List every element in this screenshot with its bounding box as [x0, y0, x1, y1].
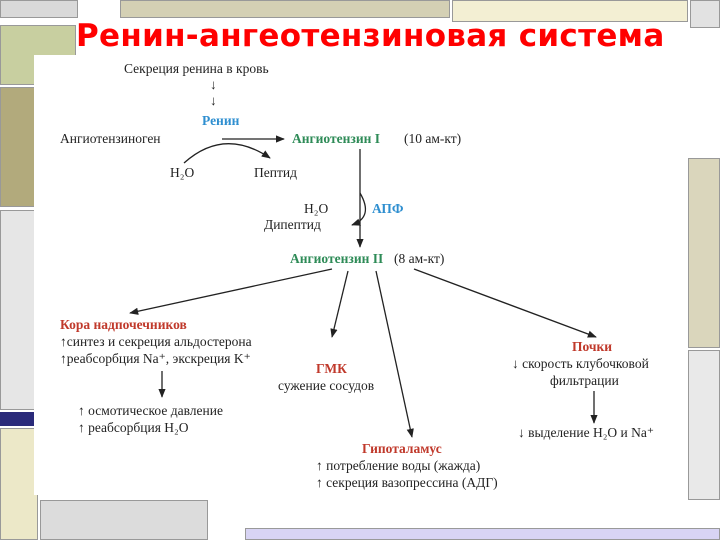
- deco-lavender-bottom: [245, 528, 720, 540]
- h2o-label-2: H₂O: [304, 201, 329, 216]
- deco-grey-right-bottom: [688, 350, 720, 500]
- kidneys-line-3: ↓ выделение H₂O и Na⁺: [518, 425, 655, 440]
- angiotensin1-label: Ангиотензин I: [292, 131, 381, 146]
- deco-olive-left: [0, 87, 38, 207]
- deco-navy-left: [0, 412, 38, 426]
- smc-line-1: сужение сосудов: [278, 378, 375, 393]
- deco-grey-left: [0, 210, 38, 410]
- arrow-to-kidneys: [413, 268, 597, 338]
- deco-beige-right: [688, 158, 720, 348]
- renin-label: Ренин: [202, 113, 240, 128]
- deco-cream-top-right: [452, 0, 688, 22]
- arrow-curve-peptide: [183, 143, 271, 164]
- adrenal-line-3: ↑ осмотическое давление: [78, 403, 223, 418]
- down-arrow-2: ↓: [210, 93, 217, 108]
- h2o-label-1: H₂O: [170, 165, 195, 180]
- slide-title: Ренин-ангеотензиновая система: [76, 18, 665, 54]
- deco-cream-left-bottom: [0, 428, 38, 540]
- secretion-label: Секреция ренина в кровь: [124, 61, 269, 76]
- arrow-to-smc: [330, 270, 349, 338]
- adrenal-title: Кора надпочечников: [60, 317, 187, 332]
- arrows-layer: [129, 135, 598, 438]
- arrow-to-adrenal: [129, 268, 333, 315]
- adrenal-line-1: ↑синтез и секреция альдостерона: [60, 334, 252, 349]
- hypothalamus-title: Гипоталамус: [362, 441, 442, 456]
- diagram-panel: Секреция ренина в кровь ↓ ↓ Ренин Ангиот…: [34, 55, 684, 495]
- kidneys-line-1: ↓ скорость клубочковой: [512, 356, 649, 371]
- kidneys-line-2: фильтрации: [550, 373, 619, 388]
- angiotensin1-note: (10 ам-кт): [404, 131, 462, 146]
- down-arrow-1: ↓: [210, 77, 217, 92]
- arrow-to-hypothalamus: [375, 270, 414, 438]
- dipeptide-label: Дипептид: [264, 217, 321, 232]
- deco-olive-top: [120, 0, 450, 18]
- angiotensin2-label: Ангиотензин II: [290, 251, 384, 266]
- angiotensin2-note: (8 ам-кт): [394, 251, 445, 266]
- peptide-label: Пептид: [254, 165, 297, 180]
- smc-title: ГМК: [316, 361, 347, 376]
- ace-label: АПФ: [372, 201, 404, 216]
- hypothalamus-line-2: ↑ секреция вазопрессина (АДГ): [316, 475, 498, 490]
- deco-grey-top-left: [0, 0, 78, 18]
- arrow-curve-dipeptide: [351, 192, 367, 226]
- adrenal-line-4: ↑ реабсорбция H₂O: [78, 420, 189, 435]
- hypothalamus-line-1: ↑ потребление воды (жажда): [316, 458, 481, 473]
- adrenal-line-2: ↑реабсорбция Na⁺, экскреция K⁺: [60, 351, 251, 366]
- deco-grey-top-corner: [690, 0, 720, 28]
- kidneys-title: Почки: [572, 339, 613, 354]
- deco-grey-bottom: [40, 500, 208, 540]
- angiotensinogen-label: Ангиотензиноген: [60, 131, 161, 146]
